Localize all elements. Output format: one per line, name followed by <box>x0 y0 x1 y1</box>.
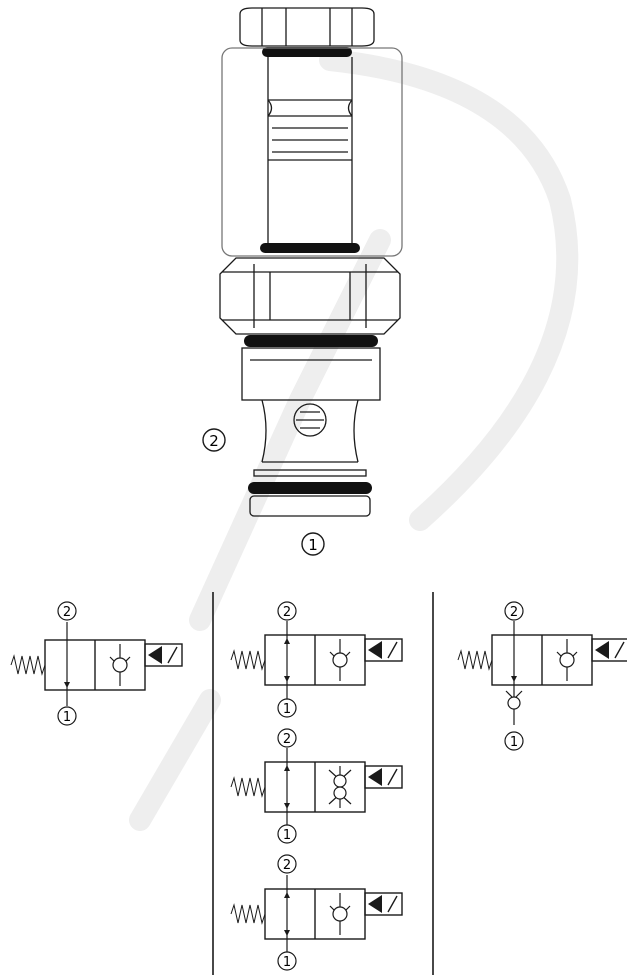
cartridge-port-2-marker: 2 <box>202 428 226 452</box>
cartridge-port-2-label: 2 <box>209 432 219 450</box>
left-port-1-label: 1 <box>63 710 71 725</box>
left-port-2-marker: 2 <box>57 601 77 621</box>
middle-2-port-1-label: 1 <box>283 828 291 843</box>
lower-o-ring <box>244 335 378 347</box>
middle-2-port-2-label: 2 <box>283 732 291 747</box>
hex-body <box>219 257 401 335</box>
bottom-o-ring <box>248 482 372 494</box>
middle-2-port-2-marker: 2 <box>277 728 297 748</box>
middle-o-ring <box>260 243 360 253</box>
middle-1-port-1-marker: 1 <box>277 698 297 718</box>
middle-symbol-2: 2 1 <box>230 728 403 844</box>
cartridge-port-1-label: 1 <box>308 536 318 554</box>
middle-symbol-3: 2 1 <box>230 854 403 971</box>
middle-3-port-1-label: 1 <box>283 955 291 970</box>
left-port-1-marker: 1 <box>57 706 77 726</box>
middle-3-port-2-label: 2 <box>283 858 291 873</box>
cartridge-valve-drawing <box>219 7 403 517</box>
right-port-2-marker: 2 <box>504 601 524 621</box>
middle-1-port-1-label: 1 <box>283 702 291 717</box>
middle-3-port-1-marker: 1 <box>277 951 297 971</box>
middle-2-port-1-marker: 1 <box>277 824 297 844</box>
top-o-ring <box>262 47 352 57</box>
middle-3-port-2-marker: 2 <box>277 854 297 874</box>
right-symbol: 2 1 <box>457 601 627 751</box>
cartridge-port-1-marker: 1 <box>301 532 325 556</box>
middle-1-port-2-label: 2 <box>283 605 291 620</box>
right-port-2-label: 2 <box>510 605 518 620</box>
right-port-1-marker: 1 <box>504 731 524 751</box>
middle-symbol-1: 2 1 <box>230 601 403 718</box>
port-hole <box>293 403 327 437</box>
right-port-1-label: 1 <box>510 735 518 750</box>
left-symbol: 2 1 <box>10 601 183 726</box>
top-nut <box>239 7 375 47</box>
left-port-2-label: 2 <box>63 605 71 620</box>
middle-1-port-2-marker: 2 <box>277 601 297 621</box>
coil-outline <box>221 47 403 257</box>
